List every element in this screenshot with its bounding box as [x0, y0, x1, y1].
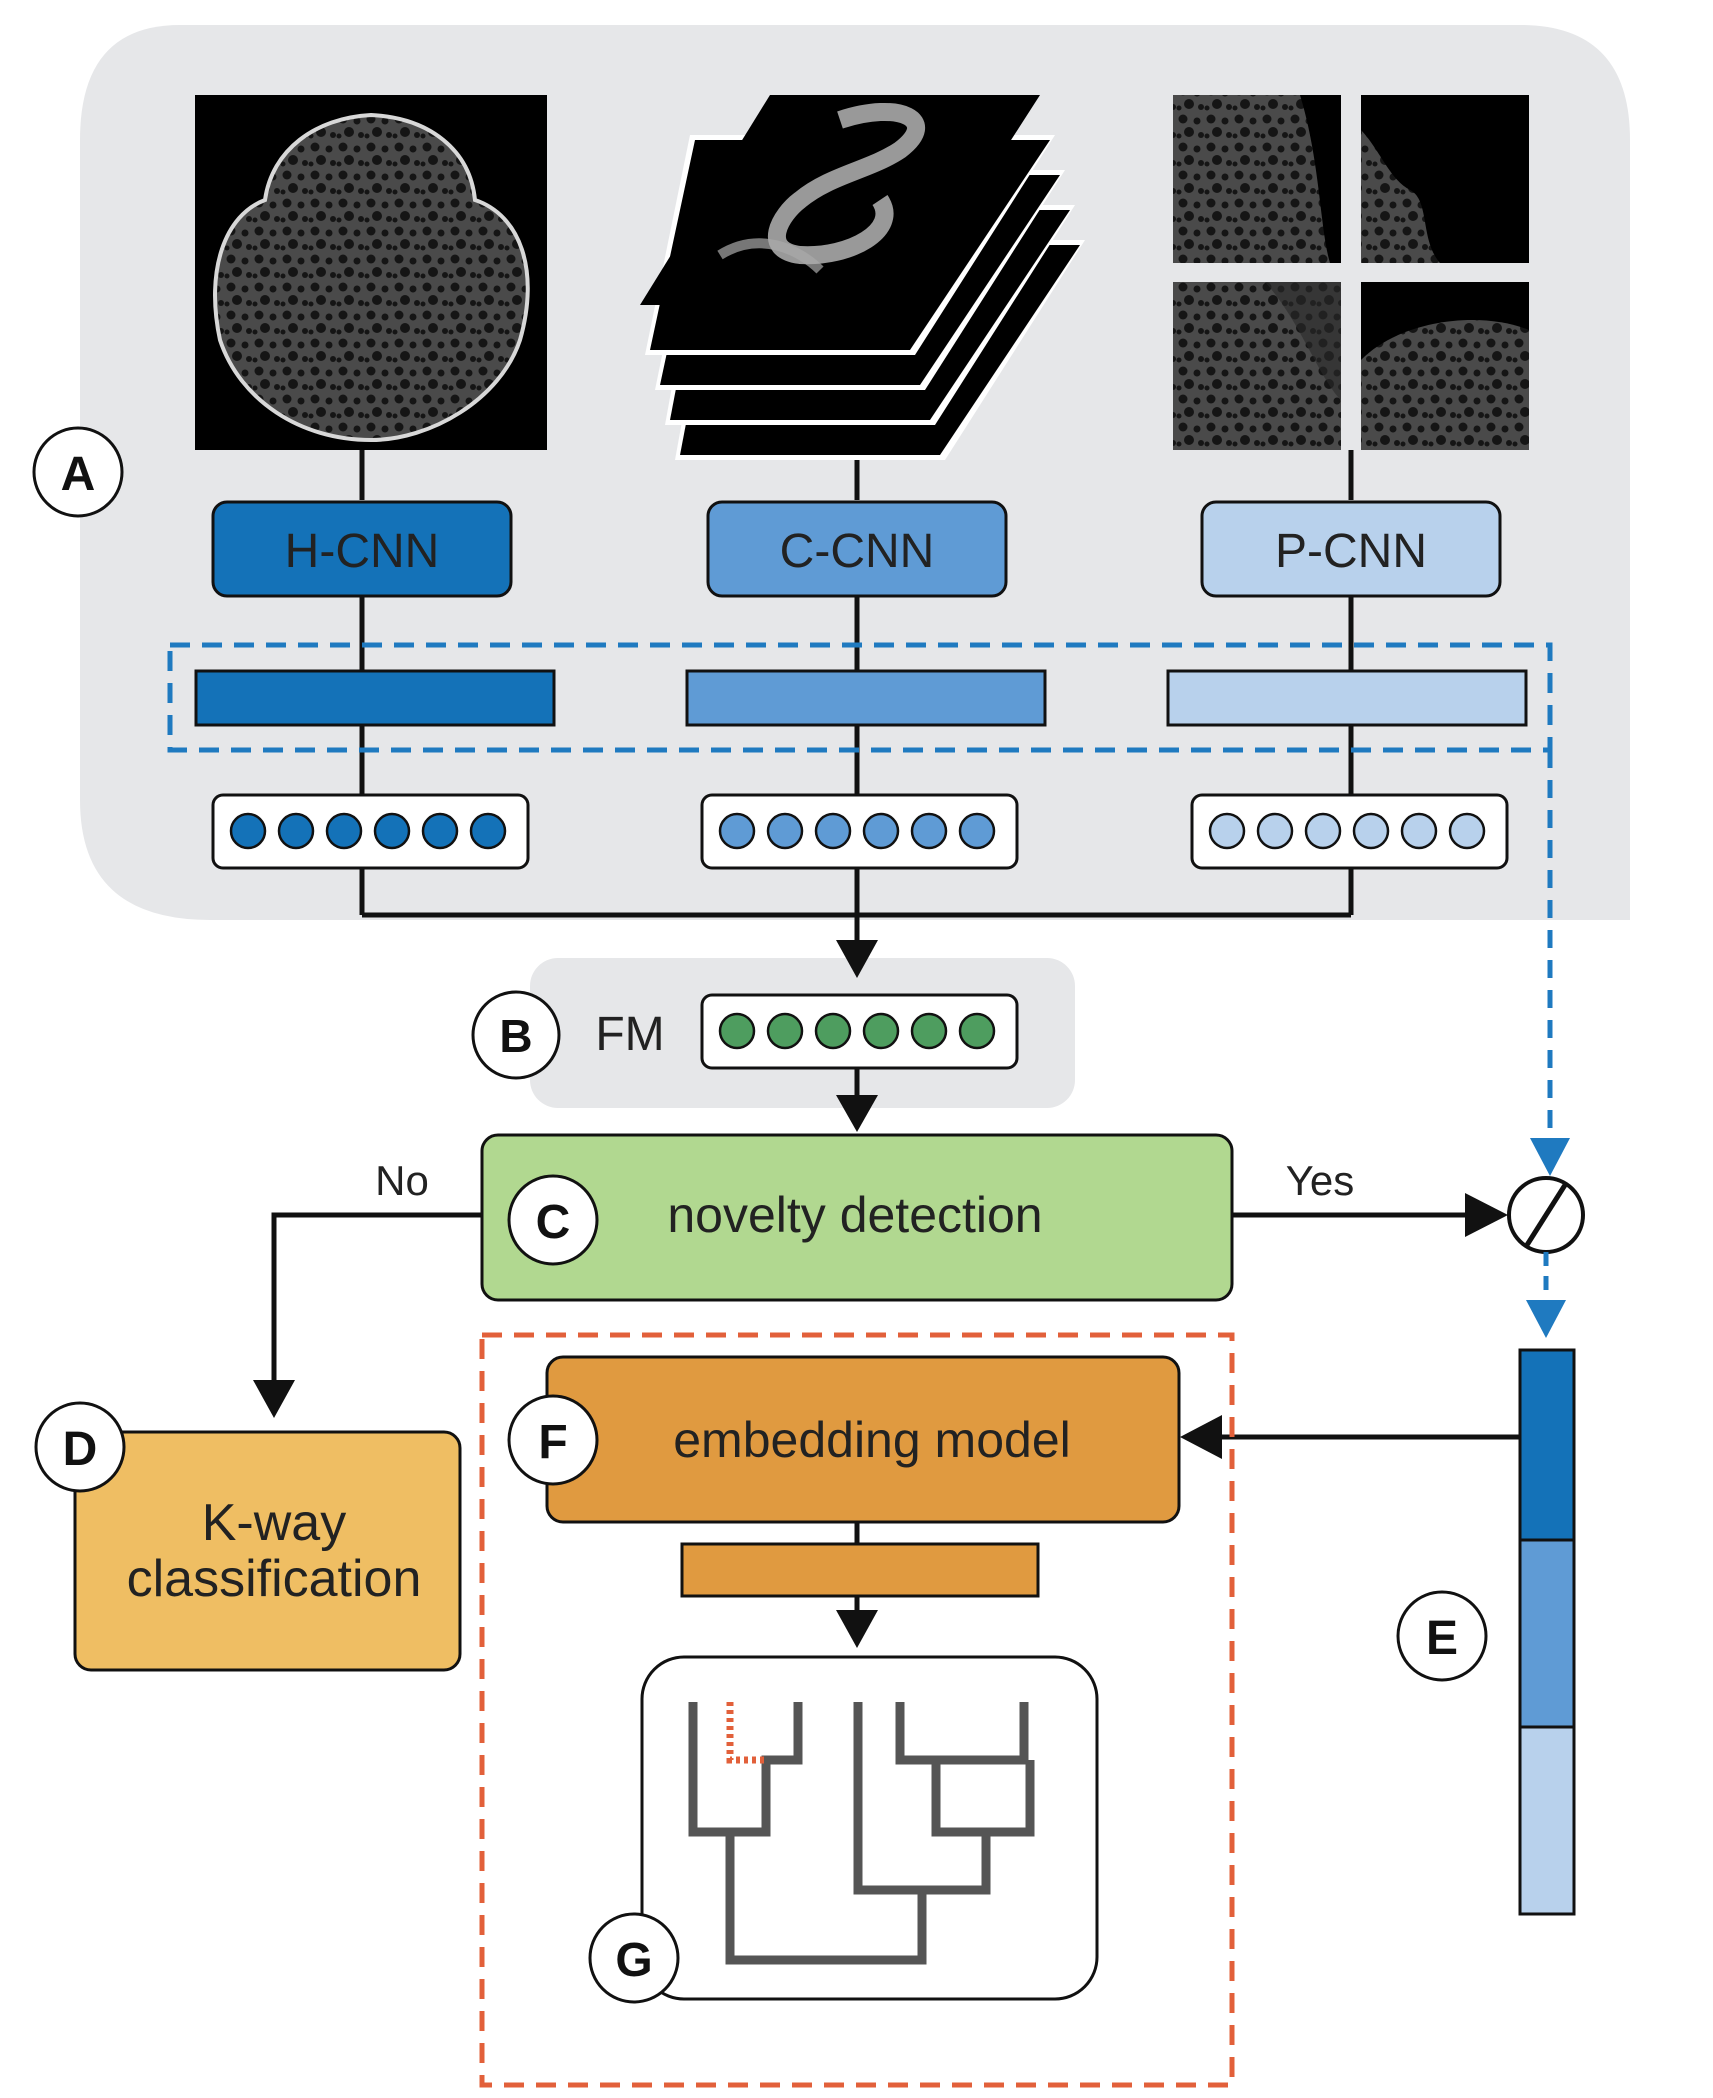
stage-label-d: D	[34, 1401, 126, 1493]
phylogenetic-tree	[688, 1702, 1035, 1965]
svg-text:E: E	[1426, 1612, 1458, 1665]
svg-text:B: B	[499, 1010, 532, 1062]
embedding-model-box: embedding model	[545, 1355, 1181, 1524]
p-cnn-model: P-CNN	[1200, 500, 1502, 598]
p-cnn-label: P-CNN	[1275, 525, 1427, 578]
cross-section-image-stack	[640, 95, 1085, 460]
switch-symbol	[1507, 1176, 1585, 1254]
stage-label-a: A	[32, 426, 124, 518]
stage-label-f: F	[507, 1394, 599, 1486]
embedding-model-label: embedding model	[673, 1412, 1071, 1468]
open-set-region-dashed-box	[479, 1332, 1235, 2088]
novelty-detection-box: novelty detection	[480, 1133, 1234, 1302]
arrow-into-fm	[836, 940, 878, 978]
novel-taxon-placement	[726, 1702, 766, 1764]
kway-line-2: classification	[127, 1550, 422, 1608]
arrow-into-switch	[1465, 1193, 1508, 1237]
blue-arrow-into-e	[1526, 1300, 1566, 1338]
stage-label-g: G	[588, 1912, 680, 2004]
kway-line-1: K-way	[202, 1494, 346, 1552]
fm-label: FM	[595, 1008, 664, 1061]
stage-label-e: E	[1396, 1590, 1488, 1682]
no-label: No	[375, 1157, 429, 1204]
embedding-feature-bar	[680, 1542, 1040, 1598]
h-feature-bar	[194, 669, 556, 727]
e-concatenated-features	[1518, 1348, 1576, 1916]
svg-text:D: D	[63, 1423, 98, 1476]
svg-text:F: F	[538, 1416, 567, 1469]
kway-classification-box: K-way classification	[73, 1430, 462, 1672]
stage-label-b: B	[471, 990, 561, 1080]
feature-selection-dashed-box	[167, 642, 1553, 753]
h-cnn-label: H-CNN	[285, 525, 440, 578]
stage-label-c: C	[507, 1174, 599, 1266]
novelty-detection-label: novelty detection	[667, 1187, 1042, 1243]
no-branch-line	[271, 1212, 482, 1385]
h-feature-vector	[211, 793, 530, 870]
c-cnn-model: C-CNN	[706, 500, 1008, 598]
fm-fused-vector	[700, 993, 1019, 1070]
patch-images	[1173, 95, 1529, 450]
yes-label: Yes	[1286, 1157, 1355, 1204]
arrow-into-novelty	[836, 1095, 878, 1132]
p-feature-bar	[1166, 669, 1528, 727]
h-cnn-model: H-CNN	[211, 500, 513, 598]
svg-text:C: C	[536, 1196, 571, 1249]
c-feature-vector	[700, 793, 1019, 870]
arrow-into-tree	[836, 1610, 878, 1648]
c-feature-bar	[685, 669, 1047, 727]
svg-text:A: A	[61, 448, 96, 501]
holistic-pollen-image	[195, 95, 547, 450]
c-cnn-label: C-CNN	[780, 525, 935, 578]
arrow-into-kway	[253, 1380, 295, 1418]
phylogeny-panel	[640, 1655, 1099, 2001]
blue-arrow-into-switch	[1530, 1138, 1570, 1176]
p-feature-vector	[1190, 793, 1509, 870]
arrow-into-embedding	[1180, 1415, 1222, 1459]
svg-text:G: G	[615, 1934, 652, 1987]
